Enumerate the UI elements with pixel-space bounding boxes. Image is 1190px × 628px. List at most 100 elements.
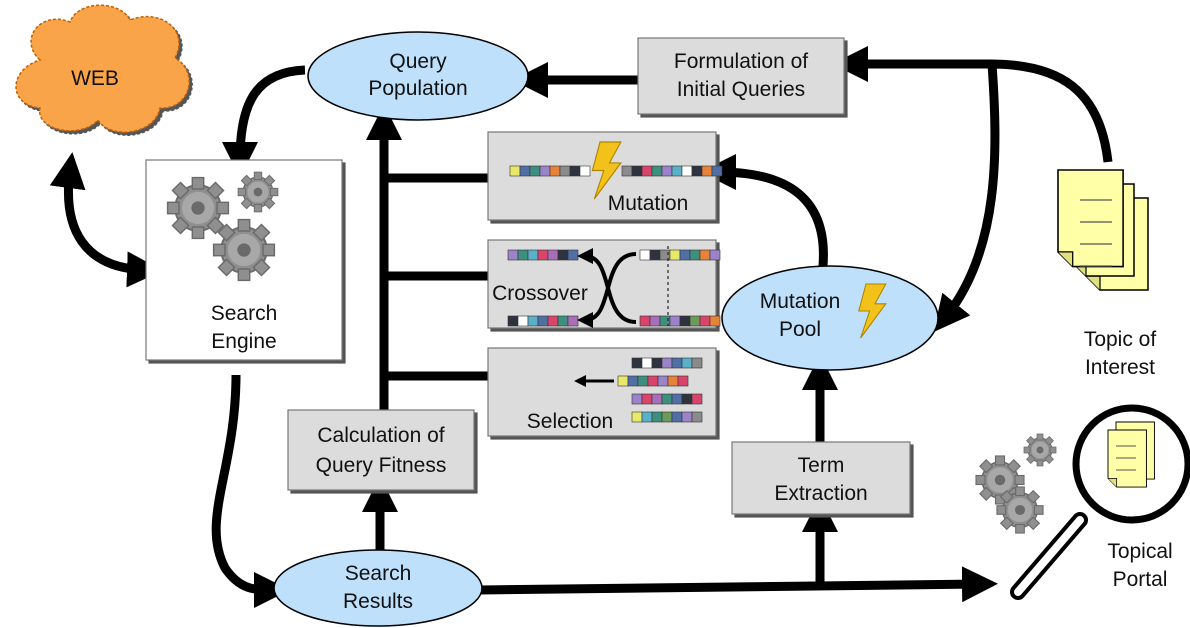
term-extraction-line1: Term [798,454,845,477]
crossover-chromosome-top-left [507,249,579,261]
term-extraction-node [731,441,911,515]
gene-cell [517,315,529,327]
search-results-line1: Search [345,562,412,585]
gene-cell [671,165,683,177]
mutation-chromosome-left [509,165,591,177]
flow-arrows [49,46,1113,608]
gene-cell [539,165,551,177]
gene-cell [679,249,691,261]
gene-cell [507,315,519,327]
gene-cell [701,165,713,177]
topical-portal-line2: Portal [1113,568,1168,591]
mutation-label: Mutation [608,192,689,215]
gene-cell [709,249,721,261]
gene-cell [631,393,643,405]
gene-cell [537,315,549,327]
gene-cell [617,375,629,387]
search-results-node [273,549,483,627]
gene-cell [627,375,639,387]
arrow-web-engine [49,152,163,288]
arrow-topic-to-mutation-pool [933,63,1000,333]
gene-cell [641,165,653,177]
web-cloud [15,4,190,133]
gene-cell [691,165,703,177]
gene-cell [621,165,633,177]
gene-cell [547,249,559,261]
topic-of-interest-line2: Interest [1085,356,1155,379]
gene-cell [699,249,711,261]
gene-cell [691,357,703,369]
query-population-node [307,31,529,121]
gene-cell [689,249,701,261]
gene-cell [681,165,693,177]
gene-cell [641,411,653,423]
query-population-line1: Query [389,50,447,73]
gene-cell [557,249,569,261]
gene-cell [709,315,721,327]
arrow-population-to-engine [222,65,306,178]
gene-cell [667,375,679,387]
term-extraction-line2: Extraction [774,482,867,505]
topical-portal-line1: Topical [1107,540,1172,563]
gene-cell [671,411,683,423]
formulation-line1: Formulation of [674,50,808,73]
gene-cell [647,375,659,387]
gene-cell [559,165,571,177]
gene-cell [569,165,581,177]
gene-cell [557,315,569,327]
mutation-pool-node [721,265,939,371]
crossover-swap-arrow-2 [577,248,637,324]
topic-of-interest-line1: Topic of [1084,328,1157,351]
gene-cell [631,357,643,369]
fitness-line1: Calculation of [317,424,444,447]
gene-cell [649,315,661,327]
arrow-results-to-portal [479,566,998,603]
gene-cell [671,357,683,369]
magnifier-icon [1010,404,1190,600]
fitness-line2: Query Fitness [316,454,447,477]
gene-cell [651,357,663,369]
gene-cell [641,357,653,369]
selection-chromosome-3 [631,393,703,405]
mutation-pool-line2: Pool [779,318,821,341]
gene-cell [671,393,683,405]
arrow-engine-to-results [211,374,290,608]
gene-cell [507,249,519,261]
query-fitness-node [287,409,475,491]
gene-cell [567,315,579,327]
crossover-chromosome-top-right [639,249,721,261]
arrow-pool-to-mutation [700,154,828,267]
search-engine-line1: Search [211,302,278,325]
gene-cell [669,249,681,261]
gene-cell [639,315,651,327]
gene-cell [679,315,691,327]
arrow-topic-to-formulation [832,46,1113,163]
selection-label: Selection [527,410,613,433]
gene-cell [637,375,649,387]
gene-cell [641,393,653,405]
search-engine-line2: Engine [211,330,276,353]
selection-chromosome-4 [631,411,703,423]
gene-cell [661,411,673,423]
selection-chromosome-1 [631,357,703,369]
gene-cell [651,165,663,177]
crossover-chromosome-bottom-left [507,315,579,327]
gene-cell [681,393,693,405]
web-label: WEB [71,67,119,90]
gene-cell [579,165,591,177]
gene-cell [567,249,579,261]
gene-cell [651,411,663,423]
gene-cell [669,315,681,327]
gene-cell [661,357,673,369]
gene-cell [547,315,559,327]
gene-cell [649,249,661,261]
gene-cell [549,165,561,177]
gene-cell [677,375,689,387]
gene-cell [509,165,521,177]
mutation-pool-line1: Mutation [760,290,841,313]
mutation-chromosome-right [621,165,723,177]
gene-cell [711,165,723,177]
gene-cell [657,375,669,387]
formulation-line2: Initial Queries [677,78,805,101]
